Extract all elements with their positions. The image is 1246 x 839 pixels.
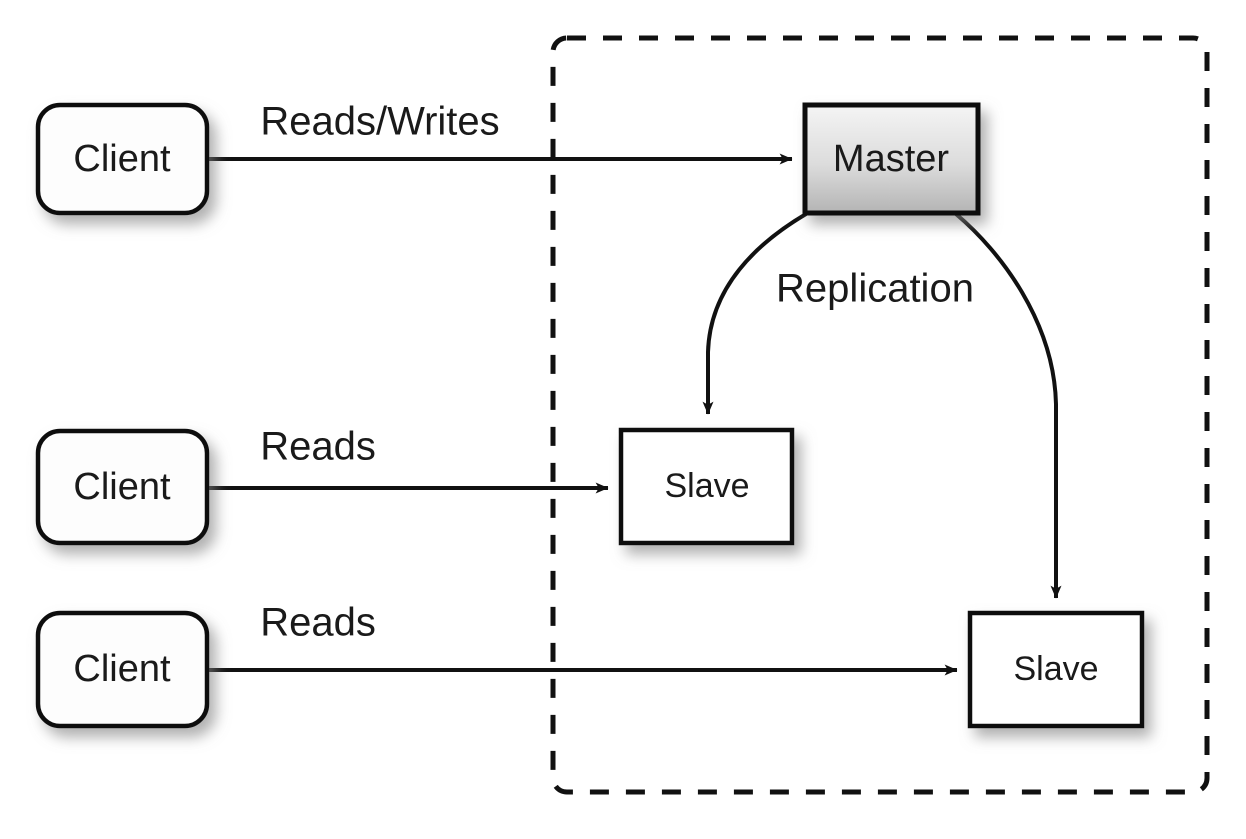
node-master[interactable]: Master	[802, 102, 981, 216]
node-client-1[interactable]: Client	[35, 102, 210, 216]
slave-1-box[interactable]	[618, 427, 795, 546]
edge-master-slave2-curve	[954, 212, 1062, 599]
edge-label-reads-slave2: Reads	[260, 601, 376, 645]
master-box[interactable]	[802, 102, 981, 216]
node-client-2[interactable]: Client	[35, 428, 210, 546]
replication-cluster-boundary	[550, 35, 1210, 795]
client-1-label: Client	[73, 138, 171, 180]
edge-master-slave2	[954, 212, 1062, 599]
client-1-box[interactable]	[35, 102, 210, 216]
master-label: Master	[833, 138, 949, 180]
node-slave-1[interactable]: Slave	[618, 427, 795, 546]
node-client-3[interactable]: Client	[35, 610, 210, 729]
node-slave-2[interactable]: Slave	[967, 610, 1145, 729]
slave-2-box[interactable]	[967, 610, 1145, 729]
edge-master-slave1-curve	[702, 212, 808, 415]
client-3-label: Client	[73, 648, 171, 690]
client-2-label: Client	[73, 466, 171, 508]
edge-label-replication: Replication	[776, 267, 974, 311]
slave-2-label: Slave	[1013, 650, 1098, 688]
client-2-box[interactable]	[35, 428, 210, 546]
client-3-box[interactable]	[35, 610, 210, 729]
edge-label-reads-slave1: Reads	[260, 425, 376, 469]
edge-label-reads-writes: Reads/Writes	[260, 100, 499, 144]
slave-1-label: Slave	[664, 467, 749, 505]
edge-master-slave1	[702, 212, 808, 415]
